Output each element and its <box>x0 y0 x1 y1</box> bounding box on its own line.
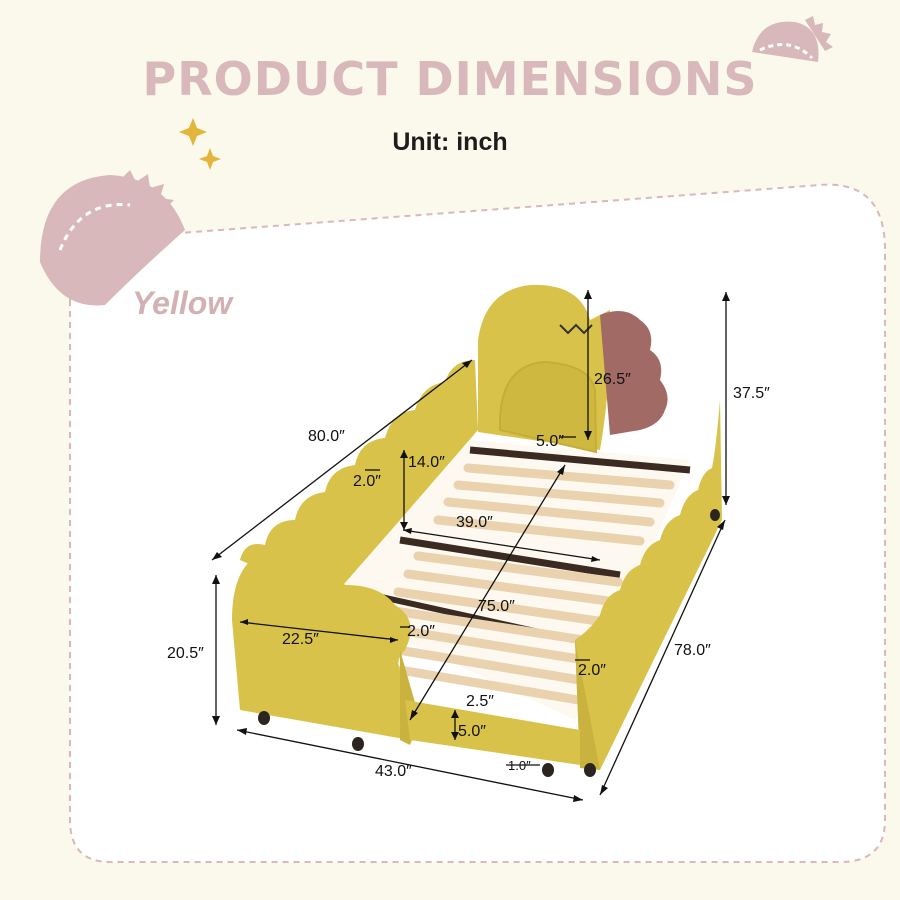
dim-slat-gap: 2.5″ <box>466 693 494 710</box>
dim-length-side: 80.0″ <box>308 428 345 445</box>
dim-inner-length: 75.0″ <box>478 598 515 615</box>
dimension-lines <box>211 290 727 801</box>
dim-total-length: 78.0″ <box>674 642 711 659</box>
dim-footboard-thickness: 2.0″ <box>407 623 435 640</box>
dim-inner-width: 39.0″ <box>456 514 493 531</box>
dim-headboard-gap: 5.0″ <box>536 433 564 450</box>
dim-footboard-width: 22.5″ <box>282 631 319 648</box>
footboard <box>232 550 411 740</box>
dim-total-height: 37.5″ <box>733 385 770 402</box>
page-title: PRODUCT DIMENSIONS <box>142 52 758 106</box>
dim-total-width: 43.0″ <box>375 763 412 780</box>
sparkle-icon <box>179 118 221 170</box>
unit-label: Unit: inch <box>392 128 508 156</box>
dim-footboard-height: 20.5″ <box>167 645 204 662</box>
left-side-rail <box>240 360 478 600</box>
dim-rail-thickness-top: 2.0″ <box>353 473 381 490</box>
bed-feet <box>258 509 720 777</box>
dim-clearance: 5.0″ <box>458 723 486 740</box>
color-label: Yellow <box>132 285 233 321</box>
headboard-spikes <box>600 311 668 435</box>
dim-headboard-height-inner: 26.5″ <box>594 371 631 388</box>
dim-leg-height: 1.0″ <box>508 758 531 773</box>
dino-decoration-left-icon <box>40 170 185 306</box>
right-side-rail <box>575 400 722 770</box>
dimension-arrowheads <box>212 290 730 802</box>
dim-side-thickness: 2.0″ <box>578 662 606 679</box>
dino-decoration-top-icon <box>752 16 833 62</box>
dim-rail-height: 14.0″ <box>408 454 445 471</box>
